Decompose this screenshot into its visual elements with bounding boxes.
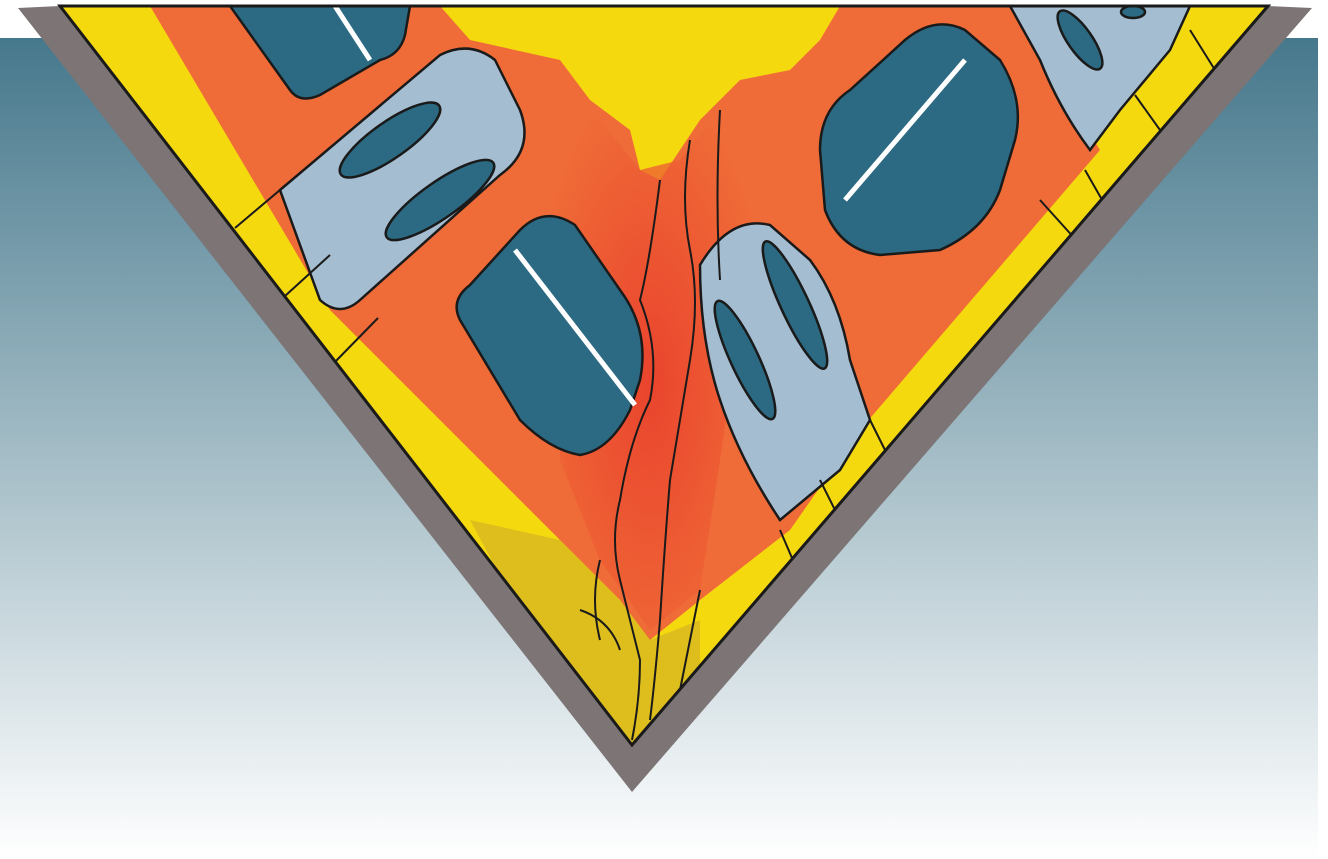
- white-crack: [332, 6, 373, 62]
- rift-fault-lines: [579, 109, 721, 741]
- left-plate-slab: [278, 47, 526, 311]
- top-right-plate-slab: [1007, 6, 1192, 153]
- oval-inclusion: [1119, 6, 1147, 20]
- oval-inclusion: [761, 240, 829, 370]
- hot-core: [540, 80, 760, 630]
- oval-inclusion: [1056, 9, 1104, 71]
- teal-block-top-left: [227, 6, 412, 100]
- white-crack: [513, 248, 637, 407]
- right-plate-slab: [698, 222, 872, 522]
- teal-block-right: [818, 23, 1020, 257]
- sediment-shadow: [470, 520, 700, 745]
- oval-inclusion: [338, 101, 442, 179]
- oval-inclusion: [713, 299, 777, 421]
- white-crack: [843, 58, 967, 202]
- oval-inclusion: [384, 158, 496, 242]
- teal-block-left-middle: [455, 214, 644, 457]
- layer-stack: [60, 6, 1268, 745]
- wedge-outline: [56, 4, 1272, 748]
